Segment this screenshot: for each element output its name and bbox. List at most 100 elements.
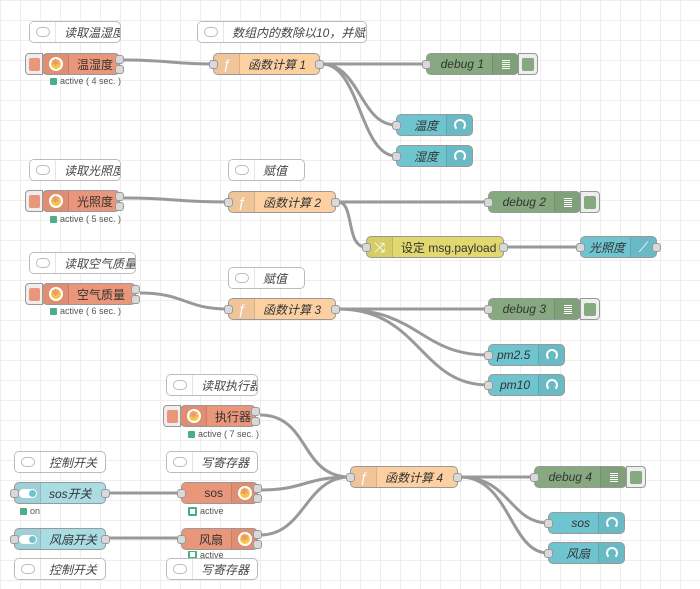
modbus-write-node[interactable]: sos ✱ bbox=[177, 482, 262, 504]
function-node[interactable]: ƒ 函数计算 3 bbox=[224, 298, 340, 320]
comment-icon bbox=[30, 160, 56, 180]
input-port[interactable] bbox=[544, 519, 553, 528]
comment-node[interactable]: 读取温湿度 bbox=[29, 21, 121, 43]
status-ring bbox=[188, 551, 197, 558]
output-port[interactable] bbox=[253, 484, 262, 493]
output-port[interactable] bbox=[331, 305, 340, 314]
node-status: active bbox=[188, 551, 224, 558]
input-port[interactable] bbox=[530, 473, 539, 482]
status-dot bbox=[50, 307, 57, 315]
output-port[interactable] bbox=[251, 407, 260, 416]
switch-node[interactable]: sos开关 bbox=[10, 482, 110, 504]
output-port[interactable] bbox=[315, 60, 324, 69]
output-port[interactable] bbox=[131, 295, 140, 304]
input-port[interactable] bbox=[346, 473, 355, 482]
gauge-node[interactable]: 风扇 bbox=[544, 542, 625, 564]
input-port[interactable] bbox=[177, 489, 186, 498]
function-node[interactable]: ƒ 函数计算 4 bbox=[346, 466, 462, 488]
output-port[interactable] bbox=[251, 417, 260, 426]
debug-node[interactable]: debug 4 bbox=[530, 466, 627, 488]
output-port[interactable] bbox=[652, 243, 661, 252]
comment-node[interactable]: 读取空气质量 bbox=[29, 252, 136, 274]
comment-node[interactable]: 数组内的数除以10，并赋值 bbox=[197, 21, 367, 43]
comment-node[interactable]: 写寄存器 bbox=[166, 451, 258, 473]
input-port[interactable] bbox=[209, 60, 218, 69]
input-port[interactable] bbox=[544, 549, 553, 558]
input-port[interactable] bbox=[224, 305, 233, 314]
output-port[interactable] bbox=[253, 494, 262, 503]
gauge-node[interactable]: sos bbox=[544, 512, 625, 534]
output-port[interactable] bbox=[331, 198, 340, 207]
output-port[interactable] bbox=[253, 540, 262, 549]
input-port[interactable] bbox=[224, 198, 233, 207]
chart-node[interactable]: 光照度 ⟋ bbox=[576, 236, 661, 258]
output-port[interactable] bbox=[131, 285, 140, 294]
comment-node[interactable]: 控制开关 bbox=[14, 558, 106, 580]
comment-node[interactable]: 读取执行器 bbox=[166, 374, 258, 396]
debug-node[interactable]: debug 1 bbox=[422, 53, 519, 75]
node-label: debug 2 bbox=[502, 195, 546, 209]
debug-toggle-button[interactable] bbox=[580, 191, 600, 213]
input-port[interactable] bbox=[484, 351, 493, 360]
switch-node[interactable]: 风扇开关 bbox=[10, 528, 110, 550]
output-port[interactable] bbox=[453, 473, 462, 482]
input-port[interactable] bbox=[10, 535, 19, 544]
wire bbox=[123, 58, 215, 66]
wire bbox=[321, 62, 397, 127]
function-node[interactable]: ƒ 函数计算 1 bbox=[209, 53, 324, 75]
input-port[interactable] bbox=[484, 305, 493, 314]
inject-trigger-button[interactable] bbox=[25, 190, 43, 212]
modbus-read-node[interactable]: ✱ 光照度 bbox=[42, 190, 124, 212]
modbus-icon: ✱ bbox=[231, 529, 257, 549]
input-port[interactable] bbox=[422, 60, 431, 69]
output-port[interactable] bbox=[253, 530, 262, 539]
comment-node[interactable]: 读取光照度 bbox=[29, 159, 121, 181]
input-port[interactable] bbox=[484, 381, 493, 390]
debug-toggle-button[interactable] bbox=[518, 53, 538, 75]
debug-node[interactable]: debug 2 bbox=[484, 191, 581, 213]
comment-node[interactable]: 写寄存器 bbox=[166, 558, 258, 580]
gauge-node[interactable]: 温度 bbox=[392, 114, 473, 136]
inject-trigger-button[interactable] bbox=[25, 53, 43, 75]
wire bbox=[337, 307, 489, 387]
comment-label: 读取温湿度 bbox=[64, 25, 120, 40]
output-port[interactable] bbox=[499, 243, 508, 252]
input-port[interactable] bbox=[484, 198, 493, 207]
gauge-node[interactable]: pm2.5 bbox=[484, 344, 565, 366]
comment-node[interactable]: 赋值 bbox=[228, 159, 305, 181]
output-port[interactable] bbox=[115, 192, 124, 201]
modbus-read-node[interactable]: ✱ 温湿度 bbox=[42, 53, 124, 75]
modbus-read-node[interactable]: ✱ 空气质量 bbox=[42, 283, 140, 305]
output-port[interactable] bbox=[101, 489, 110, 498]
comment-node[interactable]: 控制开关 bbox=[14, 451, 106, 473]
modbus-read-node[interactable]: ✱ 执行器 bbox=[180, 405, 260, 427]
debug-toggle-button[interactable] bbox=[626, 466, 646, 488]
inject-trigger-button[interactable] bbox=[163, 405, 181, 427]
input-port[interactable] bbox=[177, 535, 186, 544]
modbus-write-node[interactable]: 风扇 ✱ bbox=[177, 528, 262, 550]
toggle-icon bbox=[15, 483, 41, 503]
input-port[interactable] bbox=[576, 243, 585, 252]
change-node[interactable]: ⤨ 设定 msg.payload bbox=[362, 236, 508, 258]
output-port[interactable] bbox=[115, 202, 124, 211]
input-port[interactable] bbox=[392, 121, 401, 130]
list-icon bbox=[600, 467, 626, 487]
input-port[interactable] bbox=[362, 243, 371, 252]
inject-trigger-button[interactable] bbox=[25, 283, 43, 305]
debug-node[interactable]: debug 3 bbox=[484, 298, 581, 320]
wire bbox=[337, 200, 367, 249]
status-text: active ( 6 sec. ) bbox=[60, 306, 122, 316]
output-port[interactable] bbox=[101, 535, 110, 544]
input-port[interactable] bbox=[392, 152, 401, 161]
output-port[interactable] bbox=[115, 65, 124, 74]
gauge-node[interactable]: pm10 bbox=[484, 374, 565, 396]
function-node[interactable]: ƒ 函数计算 2 bbox=[224, 191, 340, 213]
gauge-node[interactable]: 湿度 bbox=[392, 145, 473, 167]
debug-toggle-button[interactable] bbox=[580, 298, 600, 320]
comment-icon bbox=[229, 268, 255, 288]
comment-node[interactable]: 赋值 bbox=[228, 267, 305, 289]
output-port[interactable] bbox=[115, 55, 124, 64]
function-icon: ƒ bbox=[214, 54, 240, 74]
input-port[interactable] bbox=[10, 489, 19, 498]
node-label: 湿度 bbox=[413, 149, 438, 164]
